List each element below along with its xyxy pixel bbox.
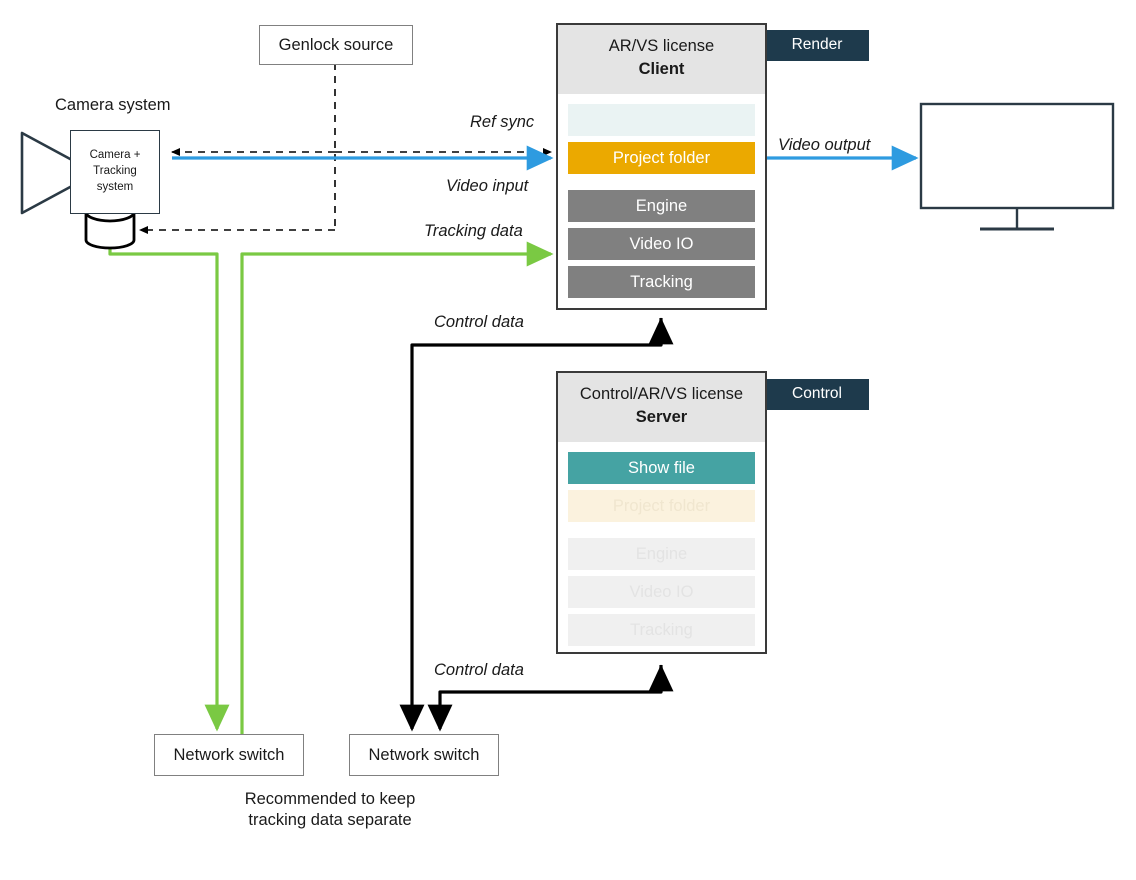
label-control-data-bottom: Control data <box>434 661 524 679</box>
label-ref-sync: Ref sync <box>470 113 535 131</box>
camera-system-caption: Camera system <box>55 96 171 114</box>
tracking-cylinder-body <box>84 212 136 250</box>
server-row-project-folder: Project folder <box>568 489 755 522</box>
wire-tracking-camera-to-switch <box>108 243 230 732</box>
genlock-source-box[interactable]: Genlock source <box>259 25 413 65</box>
server-module-list: Show file Project folder Engine Video IO… <box>558 442 765 658</box>
camera-lens-shape <box>20 131 74 215</box>
genlock-source-label: Genlock source <box>278 35 394 54</box>
network-switch-left-label: Network switch <box>173 745 285 764</box>
client-license-label: AR/VS license <box>608 37 715 55</box>
label-control-data-top: Control data <box>434 313 524 331</box>
switch-note-line1: Recommended to keep <box>244 790 416 808</box>
server-row-video-io: Video IO <box>568 575 755 608</box>
server-row-spacer <box>568 528 755 538</box>
server-row-engine: Engine <box>568 537 755 570</box>
camera-box-line1: Camera + <box>89 149 141 162</box>
client-row-show-file[interactable] <box>568 103 755 136</box>
client-row-engine[interactable]: Engine <box>568 189 755 222</box>
label-video-output: Video output <box>778 136 871 154</box>
label-video-input: Video input <box>446 177 529 195</box>
server-header: Control/AR/VS license Server <box>558 373 765 442</box>
server-role-label: Server <box>635 408 688 427</box>
client-row-project-folder[interactable]: Project folder <box>568 141 755 174</box>
server-row-tracking: Tracking <box>568 613 755 646</box>
client-row-spacer <box>568 180 755 190</box>
switch-note: Recommended to keep tracking data separa… <box>170 789 490 830</box>
client-module-list: Project folder Engine Video IO Tracking <box>558 94 765 310</box>
camera-tracking-system-box: Camera + Tracking system <box>70 130 160 214</box>
network-switch-control[interactable]: Network switch <box>349 734 499 776</box>
camera-box-line2: Tracking <box>93 165 137 178</box>
label-tracking-data: Tracking data <box>424 222 523 240</box>
camera-box-line3: system <box>96 180 134 193</box>
client-row-tracking[interactable]: Tracking <box>568 265 755 298</box>
client-header: AR/VS license Client <box>558 25 765 94</box>
render-badge: Render <box>765 30 869 61</box>
client-row-video-io[interactable]: Video IO <box>568 227 755 260</box>
client-machine-panel: AR/VS license Client Project folder Engi… <box>556 23 767 310</box>
network-switch-tracking[interactable]: Network switch <box>154 734 304 776</box>
monitor-screen <box>919 102 1115 210</box>
server-license-label: Control/AR/VS license <box>579 385 744 403</box>
network-switch-right-label: Network switch <box>368 745 480 764</box>
server-machine-panel: Control/AR/VS license Server Show file P… <box>556 371 767 654</box>
server-row-show-file[interactable]: Show file <box>568 451 755 484</box>
client-role-label: Client <box>638 60 685 79</box>
control-badge: Control <box>765 379 869 410</box>
switch-note-line2: tracking data separate <box>248 810 412 829</box>
